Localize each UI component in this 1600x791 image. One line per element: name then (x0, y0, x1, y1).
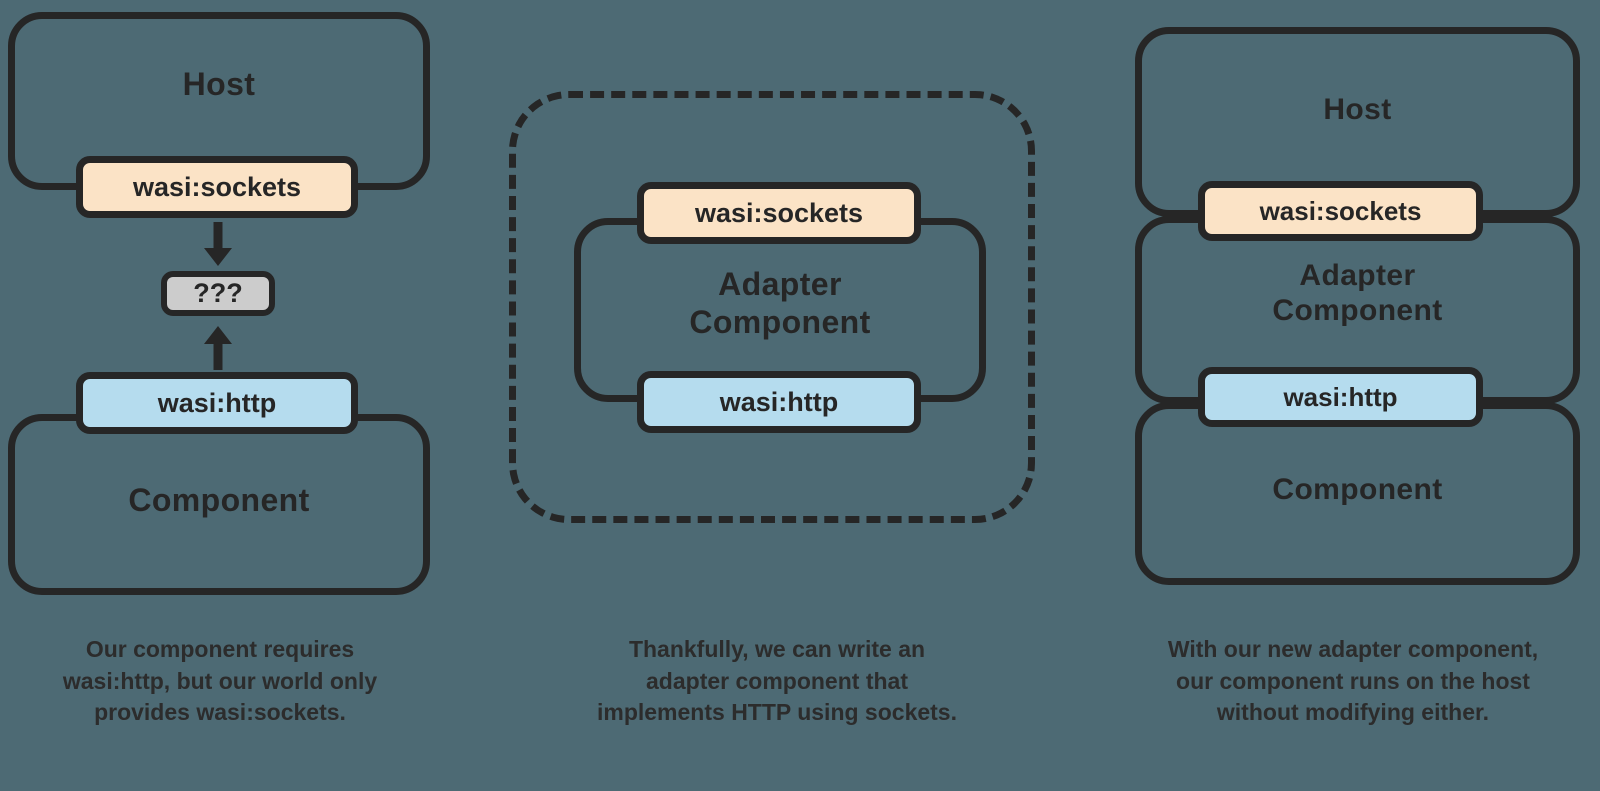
host-label-panel3: Host (1323, 93, 1392, 126)
caption-panel3: With our new adapter component, our comp… (1167, 636, 1539, 726)
chip-wasi-http-panel3: wasi:http (1198, 367, 1483, 427)
chip-wasi-sockets-panel1: wasi:sockets (76, 156, 358, 218)
chip-unknown-panel1: ??? (161, 271, 275, 316)
adapter-label-panel2: Adapter Component (689, 266, 871, 340)
component-label-panel1: Component (128, 482, 310, 518)
chip-wasi-sockets-panel3: wasi:sockets (1198, 181, 1483, 241)
adapter-dashed-boundary-panel2 (509, 91, 1035, 523)
arrow-down-icon-panel1 (204, 222, 232, 266)
host-label-panel1: Host (182, 66, 256, 102)
caption-panel2: Thankfully, we can write an adapter comp… (596, 636, 957, 726)
adapter-label-panel3: Adapter Component (1272, 259, 1443, 328)
chip-wasi-http-panel1: wasi:http (76, 372, 358, 434)
caption-panel1: Our component requires wasi:http, but ou… (62, 636, 378, 726)
chip-wasi-sockets-panel2: wasi:sockets (637, 182, 921, 244)
chip-wasi-http-panel2: wasi:http (637, 371, 921, 433)
component-label-panel3: Component (1272, 473, 1443, 506)
arrow-up-icon-panel1 (204, 326, 232, 370)
